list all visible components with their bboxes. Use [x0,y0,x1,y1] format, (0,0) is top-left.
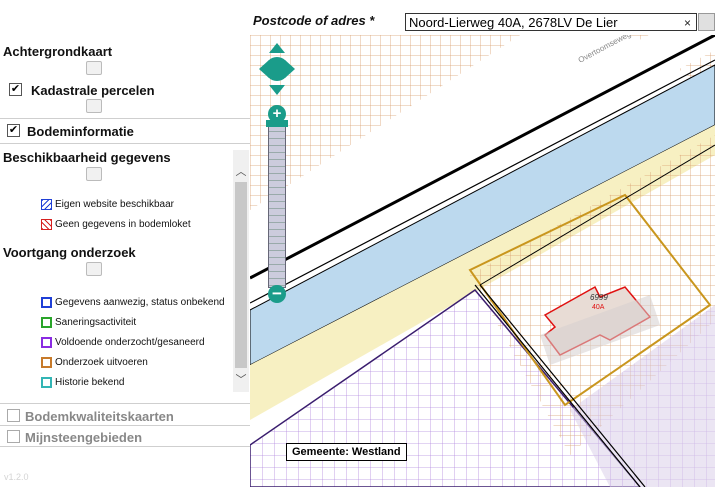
parcel-number-label: 6999 [590,293,608,302]
legend-scrollbar[interactable]: ︿ ﹀ [233,150,249,392]
sidebar: Achtergrondkaart ✔ Kadastrale percelen ✔… [0,0,250,487]
search-bar: Postcode of adres * Noord-Lierweg 40A, 2… [250,0,715,35]
divider [0,446,250,447]
progress-opacity-slider[interactable] [86,262,102,276]
version-label: v1.2.0 [4,472,29,482]
legend-swatch-icon [41,376,52,388]
search-label: Postcode of adres * [253,13,375,28]
legend-swatch-icon [41,316,52,328]
legend-swatch-icon [41,198,52,210]
map-svg: 6999 40A Overtoomseweg [250,35,715,487]
parcel-outline [468,193,712,407]
soil-quality-maps-label: Bodemkwaliteitskaarten [25,409,174,424]
map-canvas[interactable]: 6999 40A Overtoomseweg + − [250,35,715,487]
pan-up-icon [269,43,285,53]
zoom-in-button[interactable]: + [268,105,286,123]
clear-icon[interactable]: × [683,16,691,30]
canal-band [250,64,715,366]
pan-down-icon [269,85,285,95]
legend-swatch-icon [41,218,52,230]
legend-item: Geen gegevens in bodemloket [41,217,191,231]
cadastral-label: Kadastrale percelen [31,83,155,98]
soil-quality-maps-checkbox[interactable] [7,409,20,422]
search-button[interactable] [698,13,715,31]
mining-areas-checkbox[interactable] [7,430,20,443]
legend-item: Saneringsactiviteit [41,315,136,329]
availability-title: Beschikbaarheid gegevens [3,150,171,165]
road-band [250,35,715,295]
divider [0,425,250,426]
soil-info-label: Bodeminformatie [27,124,134,139]
availability-opacity-slider[interactable] [86,167,102,181]
zoom-slider-track[interactable] [268,123,286,288]
cadastral-opacity-slider[interactable] [86,99,102,113]
mining-areas-label: Mijnsteengebieden [25,430,143,445]
background-map-opacity-slider[interactable] [86,61,102,75]
legend-item: Eigen website beschikbaar [41,197,174,211]
progress-title: Voortgang onderzoek [3,245,136,260]
municipality-label: Gemeente: Westland [286,443,407,461]
legend-item: Gegevens aanwezig, status onbekend [41,295,225,309]
legend-swatch-icon [41,336,52,348]
grid-area-orange-top [250,35,520,210]
house-number-label: 40A [592,304,605,311]
scrollbar-thumb[interactable] [235,182,247,368]
zoom-slider-handle[interactable] [266,120,288,127]
soil-info-checkbox[interactable]: ✔ [7,124,20,137]
search-input-value: Noord-Lierweg 40A, 2678LV De Lier [409,15,618,30]
legend-swatch-icon [41,356,52,368]
scroll-up-icon[interactable]: ︿ [235,166,247,178]
legend-item: Onderzoek uitvoeren [41,355,148,369]
zoom-out-button[interactable]: − [268,285,286,303]
divider [0,118,250,119]
divider [0,143,250,144]
background-map-title: Achtergrondkaart [3,44,113,59]
search-input[interactable]: Noord-Lierweg 40A, 2678LV De Lier × [405,13,697,31]
divider [0,403,250,404]
legend-swatch-icon [41,296,52,308]
legend-item: Historie bekend [41,375,124,389]
pan-control[interactable] [259,43,295,95]
cadastral-checkbox[interactable]: ✔ [9,83,22,96]
grid-area-purple-left [250,288,641,487]
scroll-down-icon[interactable]: ﹀ [235,374,247,386]
legend-item: Voldoende onderzocht/gesaneerd [41,335,205,349]
